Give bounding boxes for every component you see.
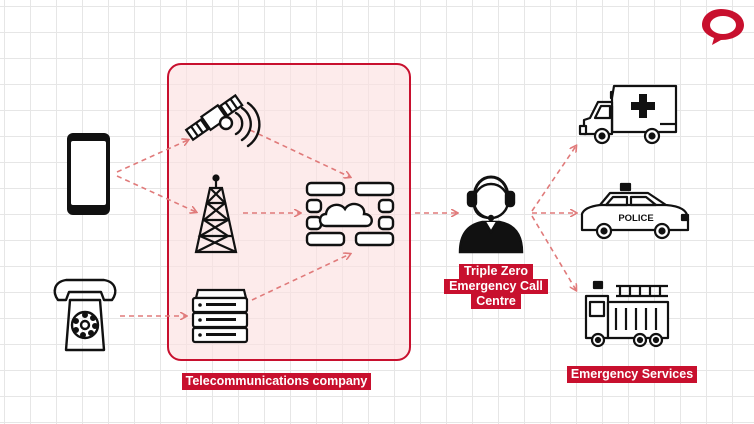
arrow-phone-to-satellite	[116, 140, 188, 173]
server-icon	[191, 288, 249, 344]
arrow-server-to-hub	[251, 254, 350, 301]
arrow-callcentre-to-ambulance	[531, 146, 576, 212]
arrow-satellite-to-hub	[249, 129, 350, 177]
triple-zero-label-line2: Emergency Call	[444, 279, 548, 294]
police-text: POLICE	[618, 213, 653, 224]
satellite-signal-waves	[218, 101, 261, 148]
satellite-icon	[184, 93, 244, 142]
ambulance-icon	[578, 84, 678, 145]
triple-zero-label-line1: Triple Zero	[459, 264, 533, 279]
cloud-network-hub-icon	[305, 181, 395, 247]
operator-headset-icon	[458, 175, 524, 254]
cell-tower-icon	[194, 174, 238, 254]
arrow-phone-to-tower	[116, 175, 196, 212]
landline-telephone-icon	[53, 278, 117, 352]
emergency-services-label: Emergency Services	[567, 366, 697, 383]
brand-logo-icon	[702, 9, 744, 45]
mobile-phone-icon	[67, 133, 110, 215]
telecommunications-company-label: Telecommunications company	[182, 373, 371, 390]
police-car-icon: POLICE	[580, 182, 690, 240]
fire-truck-icon	[584, 280, 670, 348]
triple-zero-label-line3: Centre	[471, 294, 521, 309]
triple-zero-label: Triple Zero Emergency Call Centre	[441, 264, 551, 309]
